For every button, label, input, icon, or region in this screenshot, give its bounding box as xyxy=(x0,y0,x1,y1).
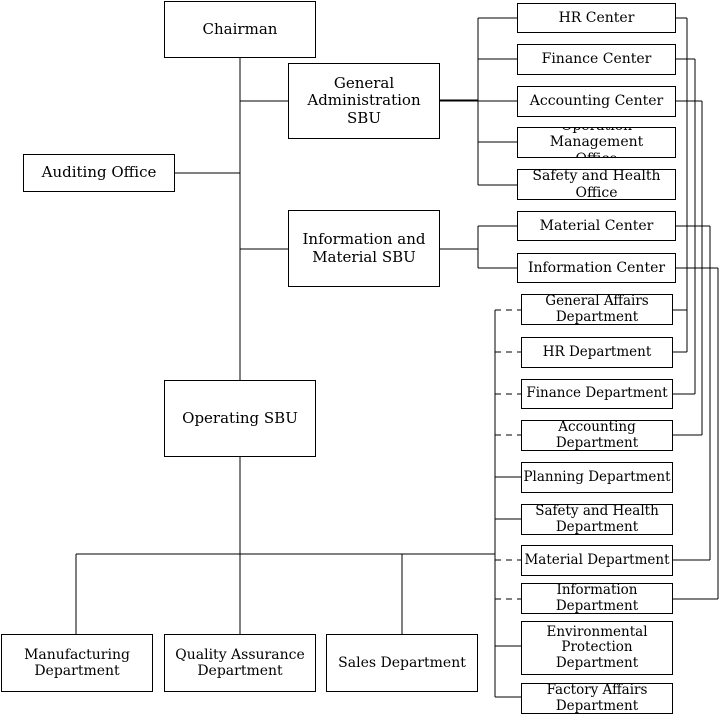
sales-department-box: Sales Department xyxy=(326,634,478,692)
accounting-center-label: Accounting Center xyxy=(529,93,664,110)
information-department-label: Information Department xyxy=(555,583,639,614)
general-administration-sbu-label: General Administration SBU xyxy=(307,74,421,127)
finance-center-box: Finance Center xyxy=(517,44,676,75)
planning-department-label: Planning Department xyxy=(523,468,671,485)
hr-center-box: HR Center xyxy=(517,3,676,33)
operation-management-office-label: Operation Management Office xyxy=(549,128,644,157)
chairman-label: Chairman xyxy=(202,19,278,38)
chairman-box: Chairman xyxy=(164,1,316,58)
solid-dept-links xyxy=(495,476,521,698)
factory-affairs-department-label: Factory Affairs Department xyxy=(546,683,648,714)
auditing-office-box: Auditing Office xyxy=(23,154,175,192)
safety-health-department-box: Safety and Health Department xyxy=(521,504,673,535)
information-material-sbu-label: Information and Material SBU xyxy=(302,230,426,266)
quality-assurance-department-box: Quality Assurance Department xyxy=(164,634,316,692)
safety-health-office-box: Safety and Health Office xyxy=(517,169,676,200)
material-department-label: Material Department xyxy=(524,551,670,568)
manufacturing-department-label: Manufacturing Department xyxy=(24,646,130,679)
quality-assurance-department-label: Quality Assurance Department xyxy=(175,646,305,679)
planning-department-box: Planning Department xyxy=(521,462,673,493)
manufacturing-department-box: Manufacturing Department xyxy=(1,634,153,692)
environmental-protection-department-box: Environmental Protection Department xyxy=(521,621,673,675)
auditing-office-label: Auditing Office xyxy=(41,163,157,182)
hr-center-label: HR Center xyxy=(558,9,635,26)
general-administration-sbu-box: General Administration SBU xyxy=(288,63,440,139)
information-center-box: Information Center xyxy=(517,253,676,283)
material-center-box: Material Center xyxy=(517,211,676,241)
safety-health-office-label: Safety and Health Office xyxy=(532,169,661,200)
general-affairs-department-label: General Affairs Department xyxy=(545,294,649,325)
operating-sbu-box: Operating SBU xyxy=(164,380,316,457)
material-department-box: Material Department xyxy=(521,545,673,576)
dashed-links xyxy=(495,309,521,600)
operating-sbu-label: Operating SBU xyxy=(182,408,298,427)
connector-lines xyxy=(75,17,719,697)
operation-management-office-box: Operation Management Office xyxy=(517,127,676,158)
hr-department-box: HR Department xyxy=(521,337,673,368)
finance-center-label: Finance Center xyxy=(541,51,652,68)
finance-department-label: Finance Department xyxy=(526,385,668,402)
information-department-box: Information Department xyxy=(521,583,673,614)
accounting-department-box: Accounting Department xyxy=(521,420,673,451)
factory-affairs-department-box: Factory Affairs Department xyxy=(521,683,673,714)
material-center-label: Material Center xyxy=(539,217,654,234)
hr-department-label: HR Department xyxy=(542,343,652,360)
general-affairs-department-box: General Affairs Department xyxy=(521,294,673,325)
finance-department-box: Finance Department xyxy=(521,379,673,409)
information-material-sbu-box: Information and Material SBU xyxy=(288,210,440,287)
sales-department-label: Sales Department xyxy=(338,654,466,671)
accounting-department-label: Accounting Department xyxy=(555,420,639,451)
information-center-label: Information Center xyxy=(527,259,666,276)
safety-health-department-label: Safety and Health Department xyxy=(535,504,659,535)
environmental-protection-department-label: Environmental Protection Department xyxy=(546,623,648,671)
accounting-center-box: Accounting Center xyxy=(517,86,676,117)
